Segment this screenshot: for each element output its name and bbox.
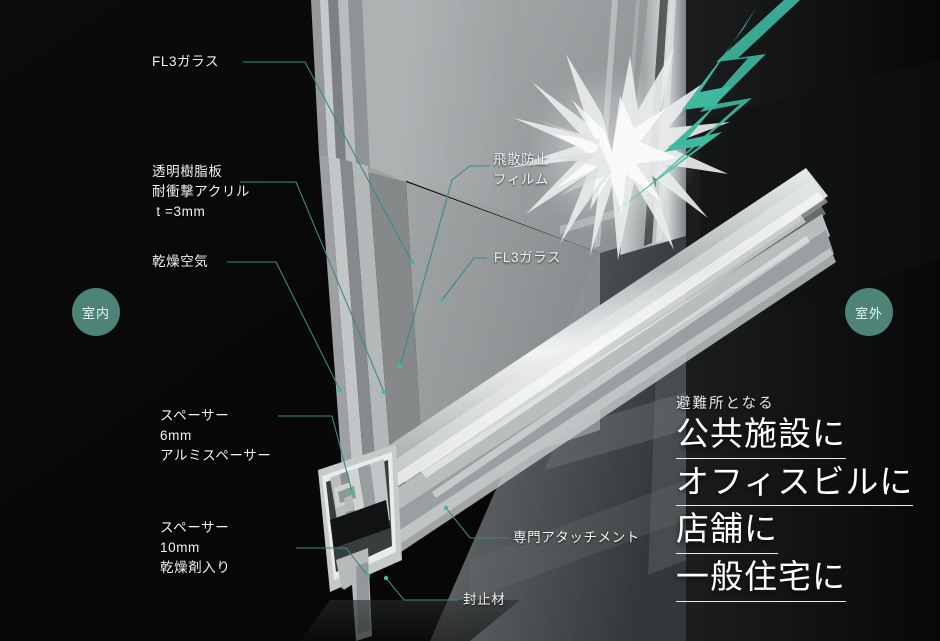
badge-outdoor: 室外: [845, 288, 893, 336]
badge-indoor-label: 室内: [81, 305, 110, 321]
callout-shatter-film: 飛散防止 フィルム: [493, 152, 550, 187]
callout-attachment: 専門アタッチメント: [513, 530, 640, 545]
promo-line-4: 一般住宅に: [676, 561, 846, 602]
callout-spacer-6mm: スペーサー 6mm アルミスペーサー: [160, 408, 272, 463]
callout-acrylic-panel: 透明樹脂板 耐衝撃アクリル t =3mm: [152, 164, 251, 219]
promo-block: 避難所となる 公共施設に オフィスビルに 店舗に 一般住宅に: [676, 392, 938, 610]
callout-dry-air: 乾燥空気: [152, 254, 209, 269]
callout-fl3-glass-inner: FL3ガラス: [494, 250, 562, 265]
promo-kicker: 避難所となる: [676, 396, 775, 412]
promo-line-3: 店舗に: [676, 514, 778, 554]
promo-line-1: 公共施設に: [676, 418, 846, 459]
badge-indoor: 室内: [72, 288, 120, 336]
badge-outdoor-label: 室外: [854, 305, 883, 321]
callout-fl3-glass-outer: FL3ガラス: [152, 54, 220, 69]
promo-line-2: オフィスビルに: [676, 466, 914, 507]
callout-spacer-10mm: スペーサー 10mm 乾燥剤入り: [160, 520, 231, 575]
callout-sealant: 封止材: [463, 592, 506, 607]
